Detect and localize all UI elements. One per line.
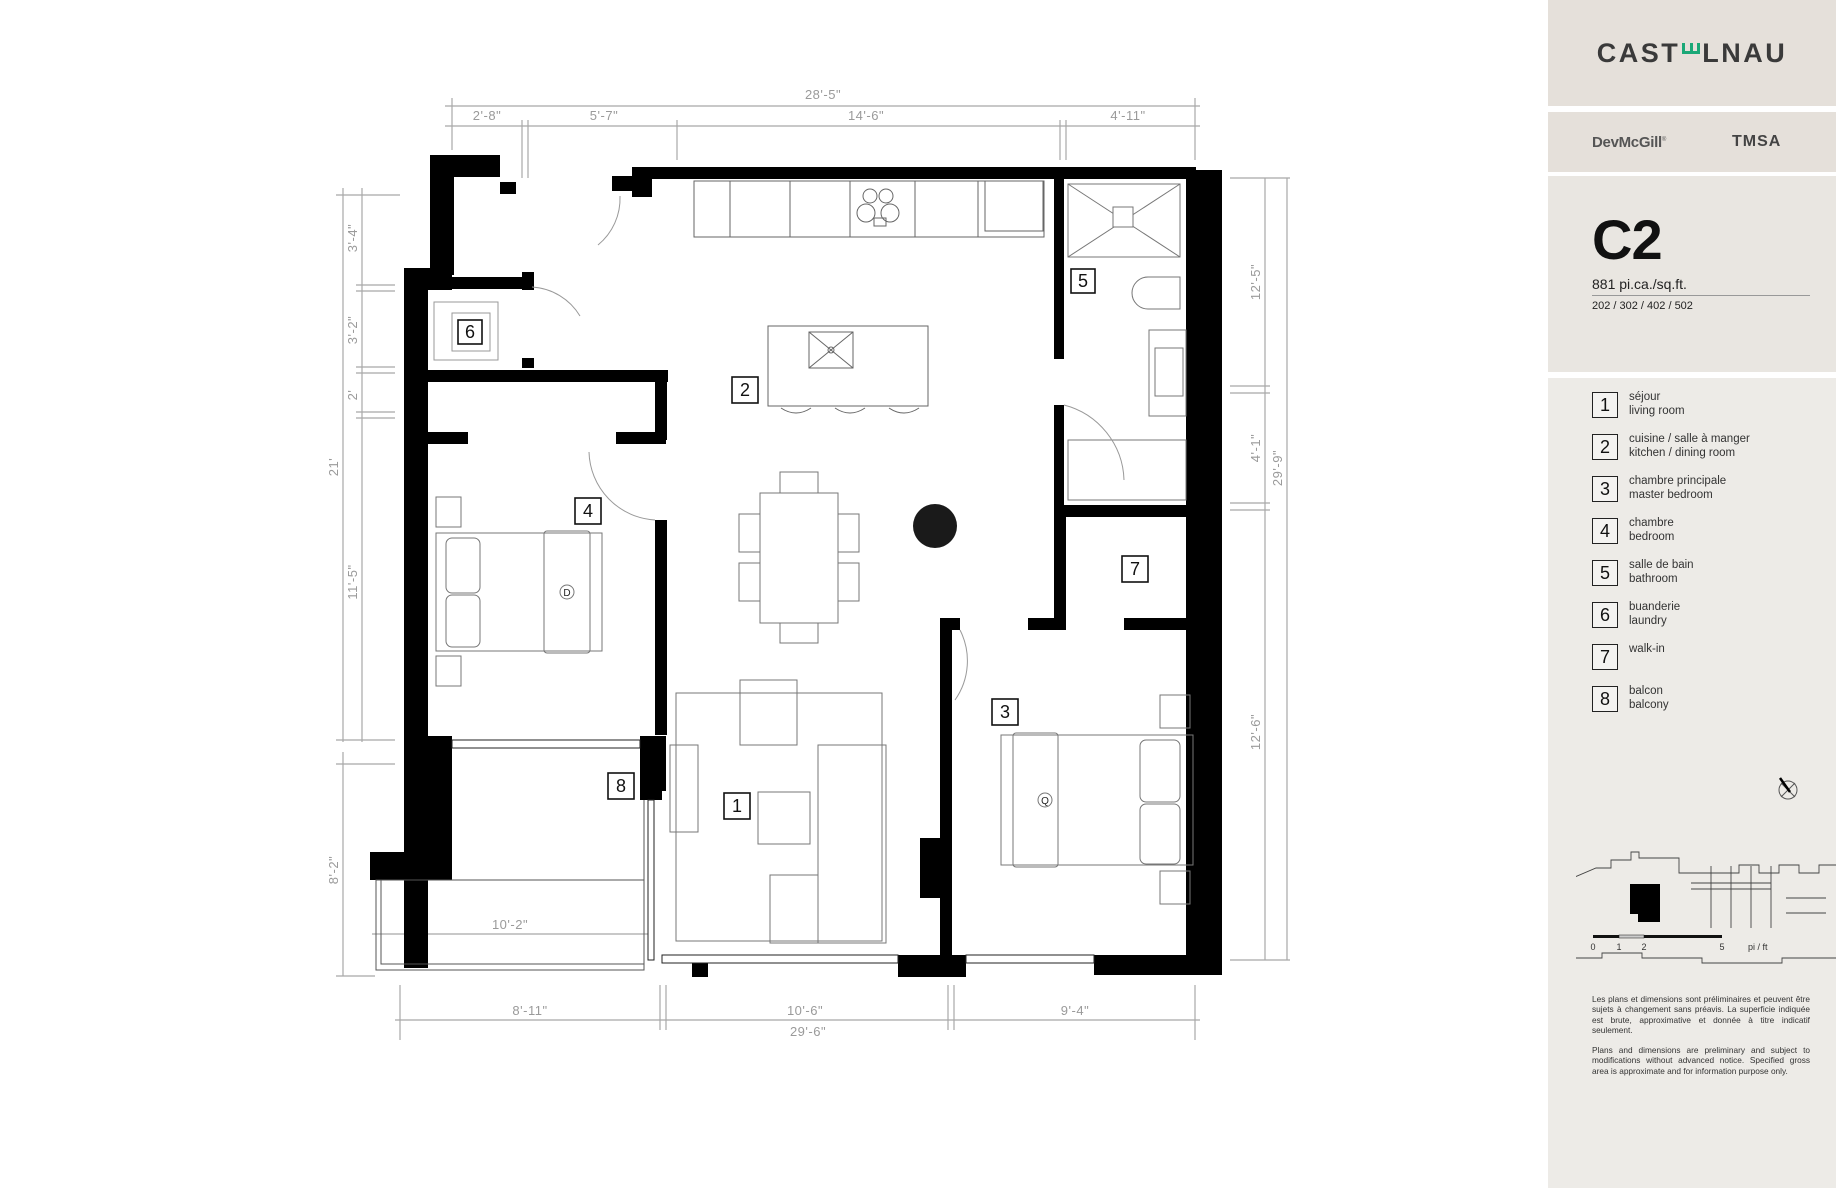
svg-text:2: 2 [740, 380, 750, 400]
svg-text:10'-6": 10'-6" [787, 1003, 823, 1018]
unit-highlight [1630, 884, 1660, 914]
svg-text:12'-5": 12'-5" [1248, 264, 1263, 300]
room-labels: 1 2 3 4 5 6 7 8 [457, 268, 1149, 820]
tmsa-logo: TMSA [1732, 133, 1782, 150]
svg-text:2: 2 [1641, 942, 1646, 952]
svg-text:8'-11": 8'-11" [512, 1003, 547, 1018]
kitchen-island [767, 325, 929, 414]
svg-text:2'-8": 2'-8" [473, 108, 501, 123]
room-label-8: 8 [607, 772, 635, 800]
bathroom-fixtures [1067, 183, 1187, 501]
floor-plan: 28'-5" 2'-8" 5'-7" 14'-6" 4'-11" 21' 3'-… [326, 87, 1290, 1040]
svg-text:4'-1": 4'-1" [1248, 434, 1263, 462]
unit-floors: 202 / 302 / 402 / 502 [1592, 300, 1693, 312]
svg-text:4'-11": 4'-11" [1110, 108, 1145, 123]
svg-text:9'-4": 9'-4" [1061, 1003, 1089, 1018]
devmcgill-logo: DevMcGill® [1592, 133, 1666, 151]
brand-e-icon [1682, 42, 1701, 54]
dimension-labels: 28'-5" 2'-8" 5'-7" 14'-6" 4'-11" 21' 3'-… [326, 87, 1285, 1039]
svg-text:5: 5 [1719, 942, 1724, 952]
scale-bar: 0 1 2 5 pi / ft [1590, 934, 1768, 952]
unit-code: C2 [1592, 208, 1663, 271]
room-label-5: 5 [1070, 268, 1096, 294]
svg-text:7: 7 [1130, 559, 1140, 579]
bedroom-bed: D [435, 496, 603, 687]
unit-area: 881 pi.ca./sq.ft. [1592, 276, 1687, 292]
key-plan: 0 1 2 5 pi / ft [1576, 777, 1836, 964]
svg-text:14'-6": 14'-6" [848, 108, 884, 123]
svg-text:10'-2": 10'-2" [492, 917, 528, 932]
walls [370, 155, 1222, 977]
room-label-6: 6 [457, 319, 483, 345]
dimension-lines [336, 98, 1290, 1040]
room-label-2: 2 [731, 376, 759, 404]
north-arrow-icon [1778, 777, 1798, 800]
kitchen-counters [693, 180, 1045, 238]
divider [1592, 295, 1810, 296]
room-label-3: 3 [991, 698, 1019, 726]
room-label-4: 4 [574, 497, 602, 525]
svg-text:28'-5": 28'-5" [805, 87, 841, 102]
living-furniture [669, 679, 887, 944]
svg-text:3'-2": 3'-2" [345, 316, 360, 344]
dining-table [738, 471, 860, 644]
svg-text:11'-5": 11'-5" [345, 564, 360, 599]
laundry-unit [433, 301, 499, 361]
balcony [375, 800, 645, 971]
svg-text:2': 2' [345, 390, 360, 401]
door-swings [531, 195, 1125, 701]
svg-text:0: 0 [1590, 942, 1595, 952]
svg-text:5: 5 [1078, 271, 1088, 291]
svg-text:3'-4": 3'-4" [345, 224, 360, 252]
svg-text:5'-7": 5'-7" [590, 108, 618, 123]
svg-text:29'-6": 29'-6" [790, 1024, 826, 1039]
svg-text:1: 1 [1616, 942, 1621, 952]
svg-text:Q: Q [1041, 796, 1049, 807]
building-outline [1576, 851, 1836, 964]
svg-text:8'-2": 8'-2" [326, 856, 341, 884]
plant [913, 504, 957, 548]
room-label-7: 7 [1121, 555, 1149, 583]
master-bed: Q [1000, 694, 1194, 905]
unit-info: C2 881 pi.ca./sq.ft. 202 / 302 / 402 / 5… [1548, 176, 1836, 372]
svg-text:D: D [563, 588, 570, 599]
windows [451, 739, 1095, 964]
svg-text:4: 4 [583, 501, 593, 521]
svg-text:8: 8 [616, 776, 626, 796]
svg-text:21': 21' [326, 458, 341, 476]
svg-text:3: 3 [1000, 702, 1010, 722]
room-label-1: 1 [723, 792, 751, 820]
svg-text:1: 1 [732, 796, 742, 816]
disclaimer: Les plans et dimensions sont préliminair… [1592, 994, 1810, 1076]
svg-text:12'-6": 12'-6" [1248, 714, 1263, 750]
svg-text:6: 6 [465, 322, 475, 342]
partner-logos: DevMcGill® TMSA [1548, 112, 1836, 172]
svg-text:pi / ft: pi / ft [1748, 942, 1768, 952]
svg-text:29'-9": 29'-9" [1270, 450, 1285, 486]
